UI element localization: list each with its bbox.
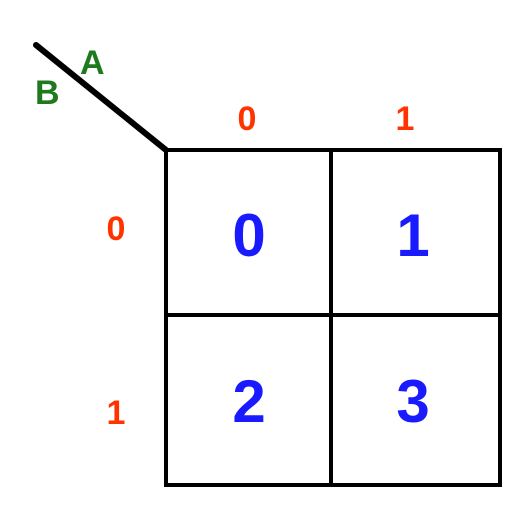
row-header-1: 1 [107, 394, 126, 432]
column-header-0: 0 [238, 100, 257, 138]
row-variable-label: B [35, 74, 60, 112]
cell-0-0: 0 [232, 202, 265, 269]
cell-1-0: 2 [232, 368, 265, 435]
corner-diagonal-line [33, 42, 169, 153]
row-header-0: 0 [107, 210, 126, 248]
cell-0-1: 1 [396, 202, 429, 269]
column-variable-label: A [80, 44, 105, 82]
column-header-1: 1 [396, 100, 415, 138]
cell-1-1: 3 [396, 368, 429, 435]
